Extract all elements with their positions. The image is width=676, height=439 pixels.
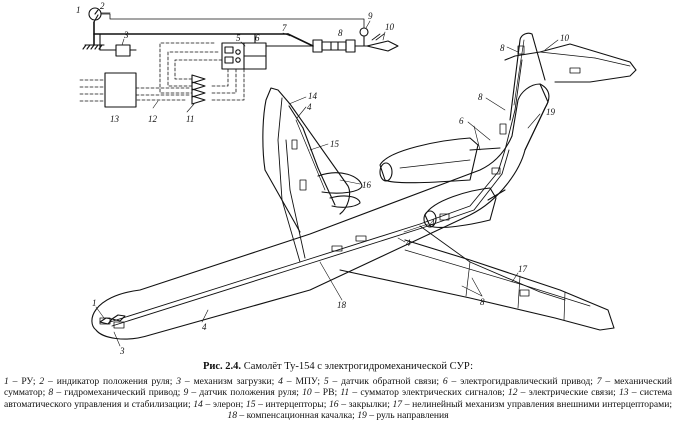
legend-text: закрылки <box>348 398 388 410</box>
legend-text: механический сумматор <box>4 376 673 399</box>
legend-text: индикатор положения руля <box>56 376 170 387</box>
figure-caption: Рис. 2.4. Самолёт Ту-154 с электрогидром… <box>0 360 676 373</box>
hydromech-actuator <box>312 39 323 53</box>
label-hmp: 8 <box>338 28 343 38</box>
legend-text: элерон <box>212 398 241 410</box>
legend-num: 3 <box>176 376 182 387</box>
label-wing-4a: 4 <box>430 218 435 228</box>
legend-num: 19 <box>357 409 367 421</box>
left-wing <box>262 87 351 233</box>
label-signal-sum: 11 <box>186 114 194 124</box>
legend-num: 16 <box>329 398 339 410</box>
caption-label: Рис. 2.4. <box>202 361 242 372</box>
label-stick: 1 <box>76 5 81 15</box>
label-indicator: 2 <box>100 1 105 11</box>
legend-text: система автоматического управления и ста… <box>4 387 673 410</box>
label-elevator: 10 <box>385 22 395 32</box>
label-wing-4b: 4 <box>406 238 411 248</box>
aircraft-labels: 8 10 8 6 19 14 4 15 16 4 4 1 3 4 18 17 8 <box>92 33 570 356</box>
load-mechanism <box>115 44 131 57</box>
engine-upper <box>379 137 479 184</box>
legend-text: МПУ <box>295 376 318 387</box>
control-schematic <box>79 7 399 113</box>
caption-title: Самолёт Ту-154 с электрогидромеханическо… <box>243 361 474 372</box>
label-spoilers: 15 <box>330 139 340 149</box>
legend-text: электрические связи <box>528 387 614 399</box>
legend-num: 7 <box>596 376 602 387</box>
legend-num: 18 <box>227 409 237 421</box>
label-ac-elevator: 10 <box>560 33 570 43</box>
legend-num: 2 <box>39 376 45 387</box>
label-aileron: 14 <box>308 91 318 101</box>
label-nonlinear: 17 <box>518 264 528 274</box>
schematic-labels: 2 1 3 5 6 7 8 9 10 11 12 13 <box>76 1 395 124</box>
rudder <box>524 83 549 151</box>
legend-text: руль направления <box>376 409 449 421</box>
label-el-links: 12 <box>148 114 158 124</box>
engine-lower <box>424 187 497 229</box>
label-sensor: 9 <box>368 11 373 21</box>
legend-text: механизм загрузки <box>193 376 272 387</box>
legend-num: 11 <box>340 387 350 399</box>
legend-text: гидромеханический привод <box>64 387 178 399</box>
label-sau: 13 <box>110 114 120 124</box>
legend-num: 14 <box>193 398 203 410</box>
legend-num: 4 <box>278 376 283 387</box>
label-summator: 7 <box>282 23 287 33</box>
legend-text: РВ <box>322 387 335 399</box>
legend-text: датчик положения руля <box>199 387 297 399</box>
label-fin-4: 4 <box>307 102 312 112</box>
legend-text: датчик обратной связи <box>341 376 437 387</box>
right-wing <box>339 239 615 331</box>
label-rudder-hmp: 8 <box>478 92 483 102</box>
aircraft-drawing <box>91 32 637 347</box>
horizontal-stabilizer <box>504 43 637 83</box>
legend-text: электрогидравлический привод <box>460 376 591 387</box>
legend-num: 9 <box>183 387 189 399</box>
legend-text: интерцепторы <box>265 398 324 410</box>
sau-block <box>104 72 137 108</box>
legend-num: 10 <box>302 387 312 399</box>
legend-text: РУ <box>21 376 33 387</box>
label-loader: 3 <box>123 30 129 40</box>
flap-fairing <box>317 172 363 194</box>
signal-summator <box>191 74 206 84</box>
label-fuselage-4: 4 <box>202 322 207 332</box>
label-feedback: 5 <box>236 33 241 43</box>
vertical-tail <box>509 32 546 121</box>
label-rocker: 18 <box>337 300 347 310</box>
label-wing-hmp: 8 <box>480 297 485 307</box>
label-ehp-pair: 6 <box>459 116 464 126</box>
legend-num: 13 <box>618 387 629 399</box>
legend-num: 5 <box>323 376 329 387</box>
legend-text: компенсационная качалка <box>246 409 353 421</box>
legend-num: 17 <box>392 398 403 410</box>
legend-num: 15 <box>245 398 256 410</box>
rudder-position-sensor <box>359 27 369 37</box>
legend-num: 6 <box>442 376 448 387</box>
label-rudder: 19 <box>546 107 556 117</box>
diagram-figure: 2 1 3 5 6 7 8 9 10 11 12 13 8 10 8 6 19 … <box>76 1 637 356</box>
legend-num: 12 <box>507 387 518 399</box>
legend-num: 1 <box>4 376 9 387</box>
label-ehp: 6 <box>255 33 260 43</box>
label-fin-hmp: 8 <box>500 43 505 53</box>
label-nose-stick: 1 <box>92 298 97 308</box>
label-flaps: 16 <box>362 180 372 190</box>
legend-num: 8 <box>48 387 54 399</box>
legend-text: нелинейный механизм управления внешними … <box>412 398 670 410</box>
figure-legend: 1 – РУ; 2 – индикатор положения руля; 3 … <box>4 376 673 421</box>
legend-text: сумматор электрических сигналов <box>360 387 503 399</box>
label-nose-loader: 3 <box>119 346 125 356</box>
elevator <box>366 40 399 52</box>
